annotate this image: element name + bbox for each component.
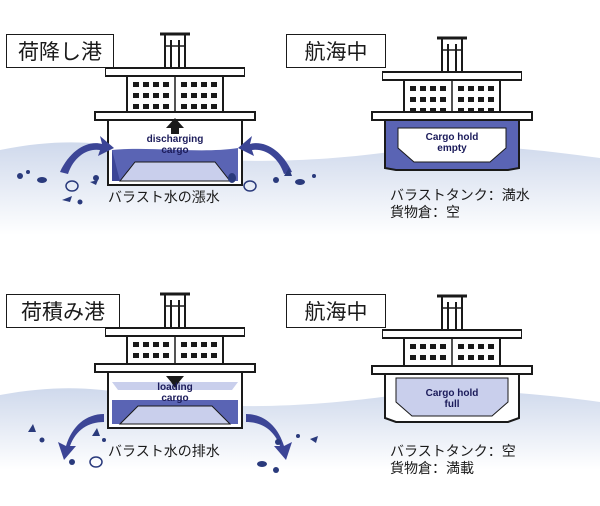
hold-label-voyage-empty: Cargo hold empty — [405, 132, 499, 154]
title-voyage-full: 航海中 — [286, 294, 386, 328]
hold-label-line: cargo — [161, 145, 189, 156]
title-loading-port: 荷積み港 — [6, 294, 120, 328]
hold-label-line: empty — [437, 143, 467, 154]
ship-loading — [94, 292, 256, 429]
arrow-in-icon — [60, 136, 292, 174]
title-unloading-port: 荷降し港 — [6, 34, 114, 68]
caption-loading: バラスト水の排水 — [108, 444, 220, 460]
caption-line: バラストタンク：空 — [390, 444, 516, 460]
title-voyage-empty: 航海中 — [286, 34, 386, 68]
ship-unloading — [94, 32, 256, 186]
hold-label-loading: loading cargo — [128, 382, 222, 404]
marine-organism-icon — [28, 424, 318, 473]
marine-organism-icon — [17, 168, 316, 205]
ship-voyage-full — [371, 294, 533, 423]
arrow-out-icon — [58, 414, 292, 460]
hold-label-line: full — [444, 399, 460, 410]
hold-label-line: loading — [157, 382, 193, 393]
caption-line: 貨物倉：満載 — [390, 461, 474, 477]
caption-line: 貨物倉：空 — [390, 205, 460, 221]
caption-line: バラストタンク：満水 — [390, 188, 530, 204]
hold-label-voyage-full: Cargo hold full — [405, 388, 499, 410]
hold-label-line: discharging — [146, 134, 204, 145]
hold-label-line: Cargo hold — [425, 388, 479, 399]
caption-voyage-empty: バラストタンク：満水 貨物倉：空 — [390, 188, 530, 222]
hold-label-unloading: discharging cargo — [128, 134, 222, 156]
caption-unloading: バラスト水の漲水 — [108, 190, 220, 206]
hold-label-line: Cargo hold — [425, 132, 479, 143]
caption-voyage-full: バラストタンク：空 貨物倉：満載 — [390, 444, 516, 478]
hold-label-line: cargo — [161, 393, 189, 404]
ship-voyage-empty — [371, 36, 533, 171]
